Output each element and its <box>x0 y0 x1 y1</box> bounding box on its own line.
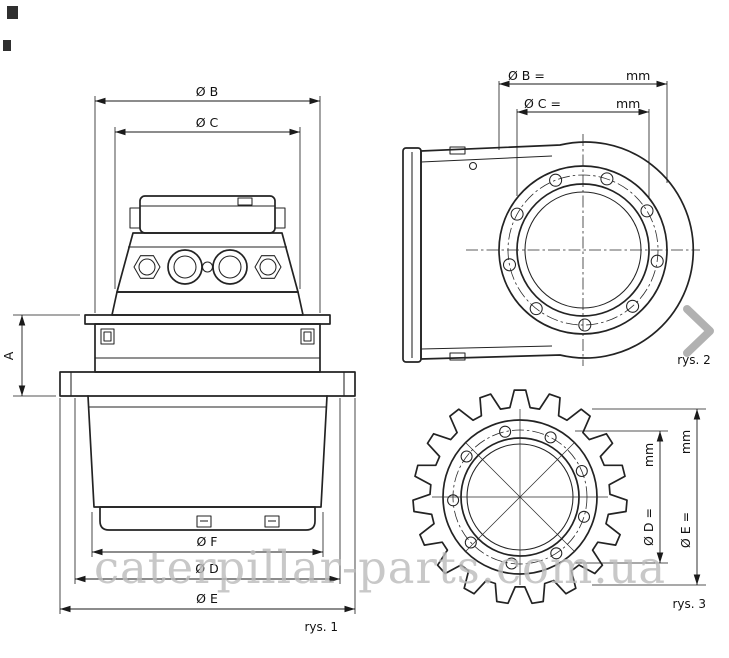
bolt-hole <box>505 557 518 570</box>
dim-label-b2: Ø B = <box>508 68 545 83</box>
bolt-hole <box>575 464 588 478</box>
bolt-hole <box>550 547 563 560</box>
housing-side-view <box>402 134 700 366</box>
dim-label-d: Ø D <box>195 561 218 576</box>
bolt-hole <box>499 425 512 438</box>
dim-unit-b2: mm <box>626 68 650 83</box>
scan-artifact-mark <box>7 6 18 19</box>
bolt-hole <box>578 318 592 332</box>
dim-label-c: Ø C <box>196 115 219 130</box>
dim-diameter-f: Ø F <box>91 512 324 557</box>
dim-diameter-c: Ø C <box>114 115 301 289</box>
bolt-hole <box>626 299 640 313</box>
bolt-hole <box>464 536 477 549</box>
bolt-hole <box>529 302 543 316</box>
bolt-holes <box>502 172 664 332</box>
sprocket-view <box>412 389 628 605</box>
dim-label-d3: Ø D = <box>641 508 656 546</box>
bolt-hole <box>549 173 563 187</box>
dim-label-a: A <box>1 351 16 360</box>
bolt-hole <box>600 172 614 186</box>
figure3-caption: rys. 3 <box>672 597 706 611</box>
dim-label-e: Ø E <box>196 591 218 606</box>
dim-diameter-e: Ø E <box>59 398 356 614</box>
bolt-hole <box>577 510 591 523</box>
bolt-hole <box>640 204 654 218</box>
dim-diameter-b: Ø B <box>94 84 321 313</box>
dim-label-c2: Ø C = <box>524 96 561 111</box>
bolt-hole <box>460 450 473 463</box>
dim-label-b: Ø B <box>196 84 218 99</box>
dim-unit-c2: mm <box>616 96 640 111</box>
chevron-right-icon[interactable] <box>683 305 714 357</box>
dim-diameter-d: Ø D <box>74 398 341 584</box>
figure2-caption: rys. 2 <box>677 353 711 367</box>
dim-label-e3: Ø E = <box>678 512 693 548</box>
dim-fig2-diameter-c: Ø C = mm <box>516 96 650 199</box>
bolt-hole <box>447 494 460 507</box>
final-drive-front-view <box>59 195 356 531</box>
bolt-hole <box>510 207 524 221</box>
dim-height-a: A <box>1 314 80 397</box>
figure1-caption: rys. 1 <box>304 620 338 634</box>
bolt-hole <box>650 254 664 268</box>
bolt-holes <box>447 425 591 570</box>
dim-unit-d3: mm <box>641 443 656 467</box>
scan-artifact-mark <box>3 40 11 51</box>
bolt-hole <box>502 258 517 272</box>
dim-unit-e3: mm <box>678 430 693 454</box>
dim-label-f: Ø F <box>196 534 217 549</box>
dim-fig2-diameter-b: Ø B = mm <box>498 68 668 183</box>
dim-fig3-diameter-d: mm Ø D = <box>575 430 668 564</box>
dim-fig3-diameter-e: mm Ø E = <box>592 408 706 586</box>
watermark-text: caterpillar-parts.com.ua <box>94 541 666 594</box>
sprocket-teeth <box>412 389 628 605</box>
bolt-hole <box>544 431 557 444</box>
